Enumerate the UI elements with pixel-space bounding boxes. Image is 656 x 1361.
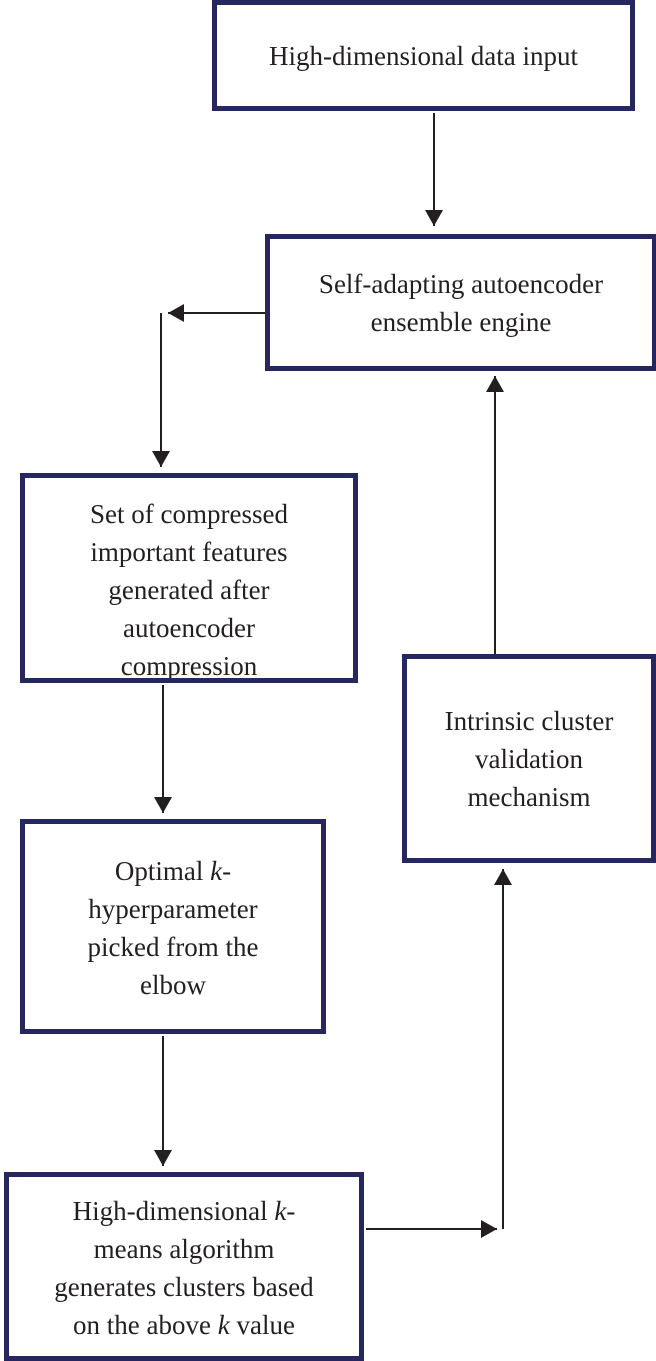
- node-cluster-validation-label: Intrinsic cluster validation mechanism: [445, 702, 614, 816]
- kmeans-k-italic-2: k: [217, 1309, 230, 1340]
- features-line-2: important features: [90, 537, 288, 567]
- optimal-line-2: hyperparameter: [88, 893, 258, 924]
- kmeans-line-3: generates clusters based: [54, 1271, 314, 1302]
- validation-line-3: mechanism: [467, 781, 591, 812]
- features-line-1: Set of compressed: [90, 499, 288, 529]
- node-compressed-features: Set of compressed important features gen…: [20, 473, 358, 683]
- validation-line-2: validation: [475, 743, 583, 774]
- kmeans-line-4a: on the above: [73, 1309, 218, 1340]
- node-data-input: High-dimensional data input: [212, 0, 635, 111]
- node-autoencoder-engine-label: Self-adapting autoencoder ensemble engin…: [319, 265, 603, 341]
- features-line-4: autoencoder: [123, 613, 255, 643]
- optimal-line-1b: -: [222, 855, 232, 886]
- engine-line-1: Self-adapting autoencoder: [318, 268, 604, 299]
- kmeans-line-2: means algorithm: [93, 1233, 275, 1264]
- node-optimal-k: Optimal k- hyperparameter picked from th…: [20, 819, 326, 1034]
- node-optimal-k-label: Optimal k- hyperparameter picked from th…: [88, 850, 259, 1004]
- kmeans-k-italic-1: k: [274, 1195, 287, 1226]
- node-kmeans-algorithm: High-dimensional k- means algorithm gene…: [4, 1172, 364, 1361]
- node-compressed-features-label: Set of compressed important features gen…: [90, 495, 288, 681]
- node-data-input-label: High-dimensional data input: [269, 40, 578, 71]
- engine-line-2: ensemble engine: [370, 306, 552, 337]
- optimal-k-italic: k: [210, 855, 223, 886]
- node-autoencoder-engine: Self-adapting autoencoder ensemble engin…: [265, 234, 656, 371]
- validation-line-1: Intrinsic cluster: [444, 705, 614, 736]
- optimal-line-4: elbow: [140, 969, 206, 1000]
- node-cluster-validation: Intrinsic cluster validation mechanism: [402, 654, 656, 863]
- features-line-5: compression: [120, 651, 258, 681]
- features-line-3: generated after: [108, 575, 270, 605]
- optimal-line-1a: Optimal: [114, 855, 211, 886]
- kmeans-line-1a: High-dimensional: [72, 1195, 275, 1226]
- kmeans-line-4b: value: [229, 1309, 295, 1340]
- kmeans-line-1b: -: [286, 1195, 296, 1226]
- node-kmeans-algorithm-label: High-dimensional k- means algorithm gene…: [54, 1190, 313, 1344]
- optimal-line-3: picked from the: [87, 931, 259, 962]
